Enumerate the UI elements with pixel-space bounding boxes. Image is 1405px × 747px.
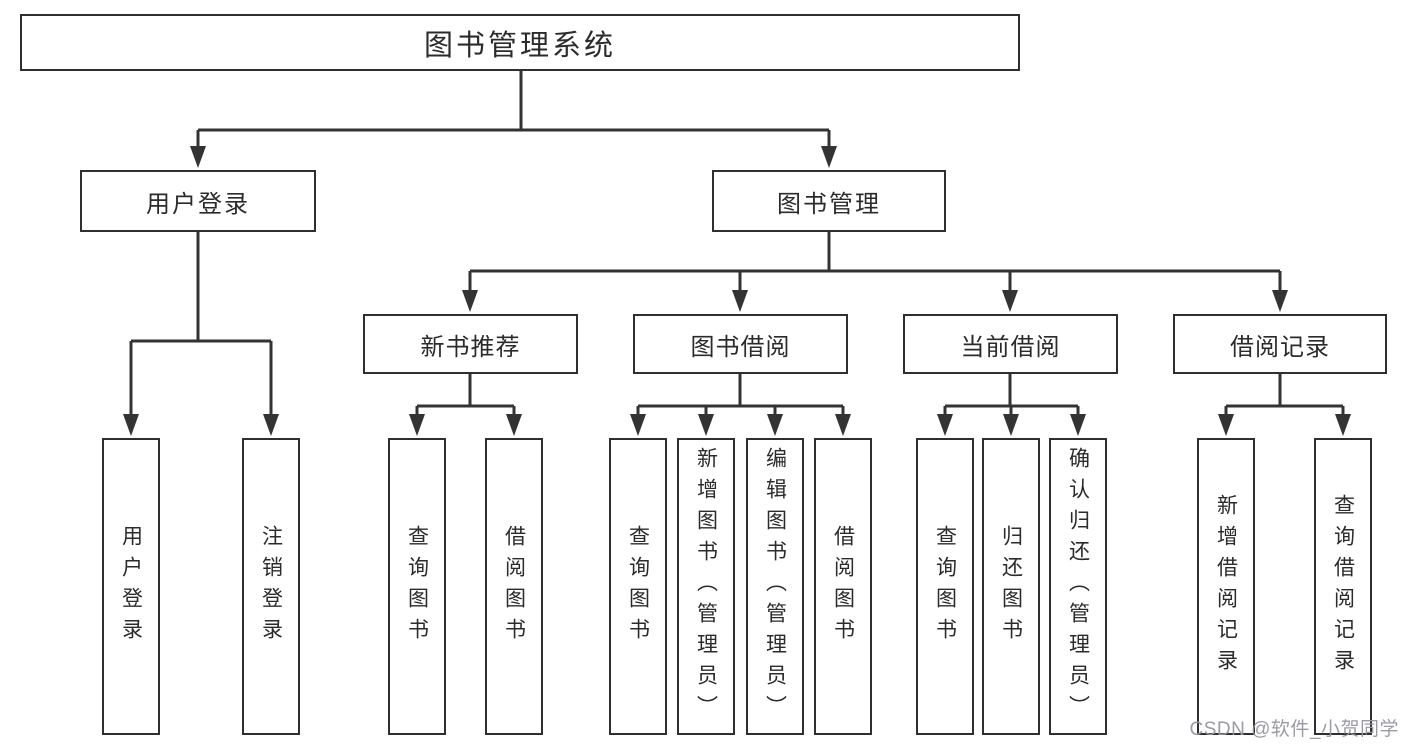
node-label: 查询图书 xyxy=(626,524,650,649)
node-label: 当前借阅 xyxy=(960,333,1061,361)
node-label: 新增借阅记录 xyxy=(1214,493,1238,680)
node-label: 图书管理系统 xyxy=(423,29,616,62)
node-label: 查询图书 xyxy=(405,524,429,649)
node-user-login: 用户登录 xyxy=(80,170,316,232)
node-leaf-borrowing-query-books: 查询图书 xyxy=(609,438,667,735)
node-label: 新增图书（管理员） xyxy=(694,447,718,726)
node-label: 借阅图书 xyxy=(831,524,855,649)
node-leaf-records-add-record: 新增借阅记录 xyxy=(1197,438,1255,735)
node-leaf-current-confirm-return-admin: 确认归还（管理员） xyxy=(1049,438,1107,735)
node-label: 注销登录 xyxy=(259,524,283,649)
node-leaf-user-login: 用户登录 xyxy=(102,438,160,735)
node-leaf-logout: 注销登录 xyxy=(242,438,300,735)
node-leaf-recommend-query-books: 查询图书 xyxy=(388,438,446,735)
node-leaf-records-query-record: 查询借阅记录 xyxy=(1314,438,1372,735)
node-book-borrowing: 图书借阅 xyxy=(633,314,848,374)
node-label: 用户登录 xyxy=(146,190,250,218)
node-label: 查询借阅记录 xyxy=(1331,493,1355,680)
watermark-text: CSDN @软件_小贺同学 xyxy=(1189,719,1399,740)
node-label: 编辑图书（管理员） xyxy=(763,447,787,726)
node-label: 确认归还（管理员） xyxy=(1066,447,1090,726)
node-label: 用户登录 xyxy=(119,524,143,649)
node-label: 查询图书 xyxy=(933,524,957,649)
node-leaf-borrowing-borrow-books: 借阅图书 xyxy=(814,438,872,735)
node-leaf-recommend-borrow-books: 借阅图书 xyxy=(485,438,543,735)
node-label: 图书管理 xyxy=(777,190,881,218)
node-label: 归还图书 xyxy=(999,524,1023,649)
node-label: 新书推荐 xyxy=(420,333,521,361)
node-label: 图书借阅 xyxy=(690,333,791,361)
node-book-management: 图书管理 xyxy=(712,170,946,232)
node-label: 借阅图书 xyxy=(502,524,526,649)
node-leaf-borrowing-add-books-admin: 新增图书（管理员） xyxy=(677,438,735,735)
node-leaf-current-query-books: 查询图书 xyxy=(916,438,974,735)
node-library-management-system: 图书管理系统 xyxy=(20,14,1020,71)
node-leaf-current-return-books: 归还图书 xyxy=(982,438,1040,735)
node-current-borrowing: 当前借阅 xyxy=(903,314,1118,374)
node-borrowing-records: 借阅记录 xyxy=(1173,314,1387,374)
node-leaf-borrowing-edit-books-admin: 编辑图书（管理员） xyxy=(746,438,804,735)
node-label: 借阅记录 xyxy=(1230,333,1330,361)
node-new-book-recommend: 新书推荐 xyxy=(363,314,578,374)
